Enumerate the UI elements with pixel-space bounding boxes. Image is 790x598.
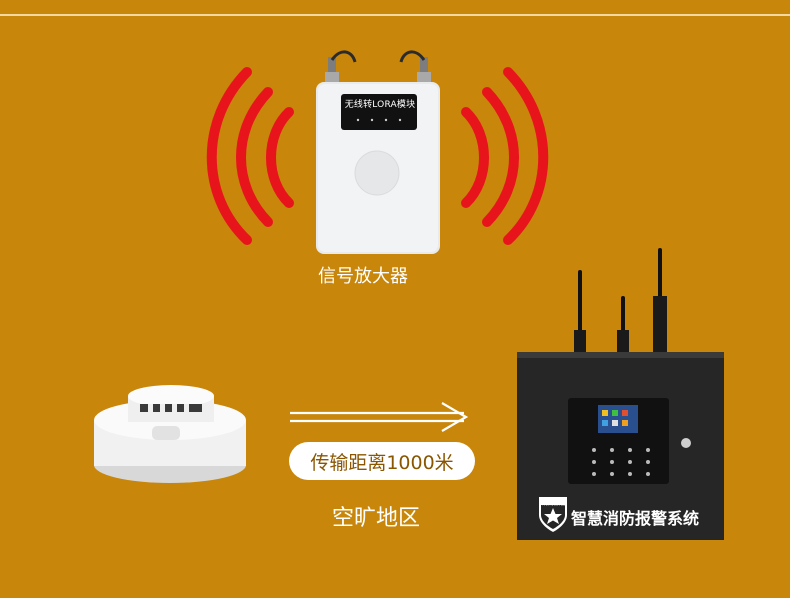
arrow-right-icon: [290, 402, 469, 432]
badge-text: 消防报警: [541, 500, 566, 507]
amplifier-logo: [354, 150, 400, 196]
panel-title: 智慧消防报警系统: [571, 509, 700, 528]
panel-screen: [598, 405, 638, 433]
panel-lock: [681, 438, 691, 448]
amplifier-label: 信号放大器: [318, 266, 408, 287]
smoke-detector: [94, 385, 246, 483]
distance-badge: 传输距离1000米: [289, 442, 475, 480]
module-title: 无线转LORA模块: [344, 100, 416, 110]
shield-star-icon: [539, 497, 567, 532]
signal-wave-icon: [461, 67, 549, 245]
signal-wave-icon: [206, 67, 294, 245]
area-label: 空旷地区: [332, 506, 421, 531]
distance-label: 传输距离1000米: [310, 451, 454, 474]
panel-keypad: [592, 448, 650, 476]
amplifier-antennas: [325, 50, 431, 86]
amplifier-display: [341, 94, 417, 130]
top-divider: [0, 14, 790, 16]
